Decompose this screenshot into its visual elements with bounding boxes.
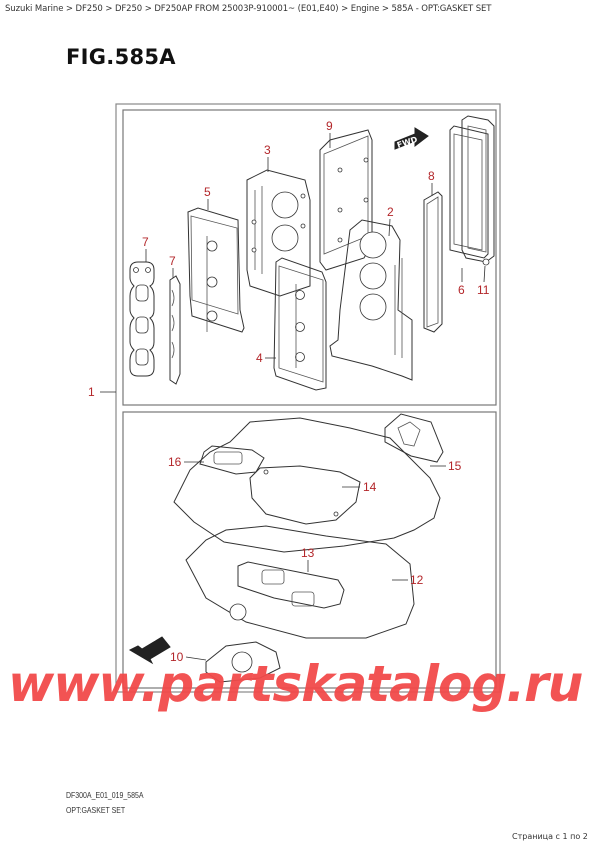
callout-10: 10 (170, 650, 184, 664)
figure-code: DF300A_E01_019_585A (66, 790, 144, 800)
figure-title: FIG.585A (66, 45, 176, 69)
fwd-arrow-top-icon: FWD (394, 127, 429, 150)
gasket-14-cover (173, 417, 441, 553)
gasket-15 (384, 413, 444, 463)
callout-7a: 7 (142, 235, 149, 249)
gasket-3-head (246, 169, 311, 297)
callout-7b: 7 (169, 254, 176, 268)
fwd-label-top: FWD (396, 135, 419, 150)
gasket-7-manifold (129, 261, 155, 377)
callout-2: 2 (387, 205, 394, 219)
callout-12: 12 (410, 573, 424, 587)
gasket-10 (205, 641, 281, 683)
callout-1: 1 (88, 385, 95, 399)
gasket-13 (237, 561, 345, 609)
outer-frame (115, 103, 501, 693)
bottom-panel-frame (122, 411, 497, 689)
watermark: www.partskatalog.ru (8, 655, 583, 713)
gasket-8 (423, 191, 443, 333)
top-panel-frame (122, 109, 497, 406)
breadcrumb[interactable]: Suzuki Marine > DF250 > DF250 > DF250AP … (5, 4, 492, 14)
gasket-7-strip (169, 275, 181, 385)
gasket-11 (461, 115, 495, 266)
callout-5: 5 (204, 185, 211, 199)
gasket-4-cover (273, 257, 327, 391)
callout-16: 16 (168, 455, 182, 469)
pagination: Страница с 1 по 2 (512, 832, 588, 841)
gasket-6 (449, 125, 489, 259)
gasket-2-head (329, 219, 413, 381)
callout-3: 3 (264, 143, 271, 157)
callout-13: 13 (301, 546, 315, 560)
callout-6: 6 (458, 283, 465, 297)
callout-4: 4 (256, 351, 263, 365)
callout-8: 8 (428, 169, 435, 183)
gasket-12-plate (185, 525, 415, 639)
gasket-16 (199, 445, 265, 475)
callout-15: 15 (448, 459, 462, 473)
callout-14: 14 (363, 480, 377, 494)
callout-11: 11 (477, 283, 490, 297)
callout-9: 9 (326, 119, 333, 133)
figure-name: OPT:GASKET SET (66, 805, 126, 815)
gasket-5-cover (187, 207, 245, 333)
